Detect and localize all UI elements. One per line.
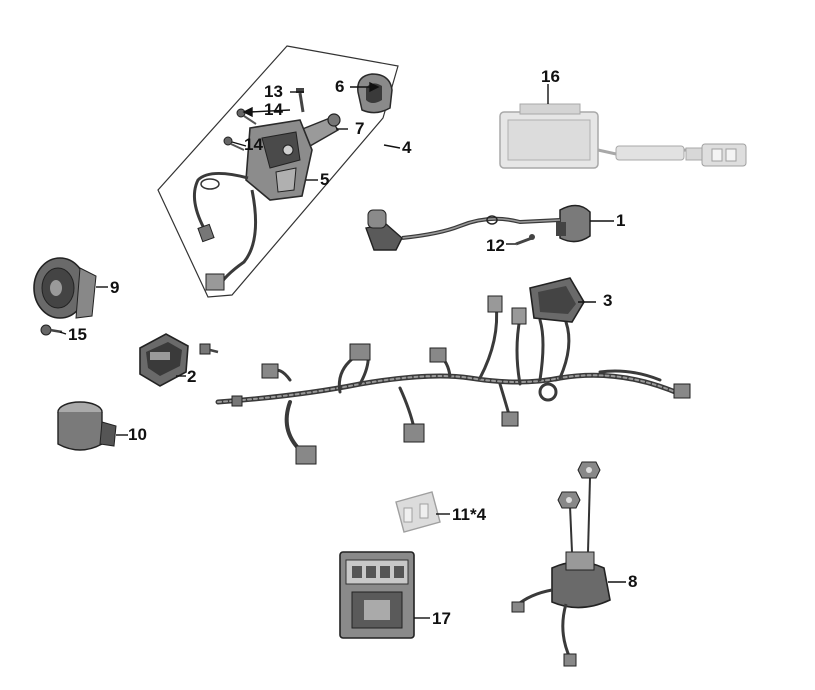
callout-2: 2 [187,367,197,386]
part-8-starter-relay [511,477,611,667]
callout-15: 15 [68,325,87,344]
part-2-bolt [199,343,219,355]
callout-16: 16 [541,67,560,86]
part-10-flasher [57,401,117,451]
callout-10: 10 [128,425,147,444]
callout-12: 12 [486,236,505,255]
part-8-nut-lower [557,491,581,509]
part-8-nut-upper [577,461,601,479]
callout-6: 6 [335,77,345,96]
part-15-screw [40,324,63,336]
callout-1: 1 [616,211,626,230]
callout-17: 17 [432,609,451,628]
callout-11: 11*4 [452,505,487,524]
callout-7: 7 [355,119,365,138]
part-12-screw [515,234,535,246]
callout-14-upper: 14 [264,100,283,119]
part-13-screw [296,88,305,113]
part-6-key-cap [357,73,393,114]
callout-14-lower: 14 [244,135,263,154]
harness-connectors [231,295,691,465]
part-11-fuse [395,491,441,533]
callout-5: 5 [320,170,330,189]
callout-13: 13 [264,82,283,101]
part-2-relay [139,333,189,387]
callout-9: 9 [110,278,120,297]
harness-junction-block [529,277,585,323]
callout-3: 3 [603,291,613,310]
part-16-control-module [499,103,747,169]
part-9-horn [33,257,97,319]
switch-connectors [197,178,225,291]
part-14-screw-lower [223,136,245,151]
callout-4: 4 [402,138,412,157]
part-1-ignition-coil [365,204,591,251]
assembly-outline [157,45,399,298]
part-4-ignition-switch-assembly [157,45,399,298]
part-17-fuse-box [339,551,415,639]
part-3-wire-harness [215,302,683,452]
part-5-switch-body [245,119,313,201]
leader-lines [59,81,626,619]
callout-8: 8 [628,572,638,591]
